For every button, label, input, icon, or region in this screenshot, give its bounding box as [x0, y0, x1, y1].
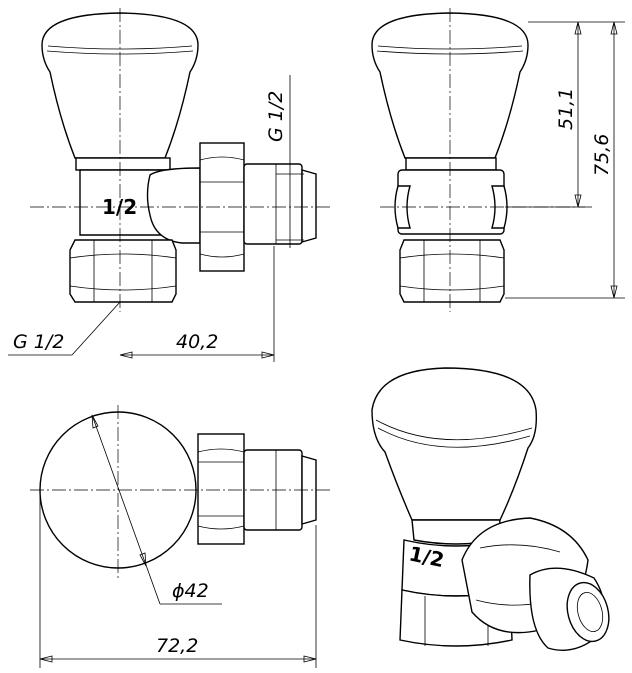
dimension-thread-bottom: G 1/2 [8, 301, 121, 356]
dimension-length-72: 72,2 [39, 492, 317, 668]
front-collar [75, 157, 171, 171]
side-hex-base [399, 239, 505, 303]
front-view: 1/2 [41, 12, 317, 303]
dimension-length-40-label: 40,2 [176, 331, 218, 353]
side-body [397, 169, 505, 235]
dimension-height-75: 75,6 [505, 21, 625, 299]
dimension-diameter: ϕ42 [91, 414, 222, 605]
dimension-thread-side: G 1/2 [265, 75, 304, 248]
dimension-length-40: 40,2 [119, 246, 275, 362]
front-tail-pipe [243, 163, 303, 245]
dimension-length-72-label: 72,2 [156, 635, 198, 657]
top-union-nut [197, 433, 245, 545]
dimension-thread-bottom-label: G 1/2 [13, 331, 64, 353]
dimension-diameter-label: ϕ42 [172, 580, 209, 602]
iso-handle [371, 367, 538, 521]
dimension-height-51: 51,1 [505, 21, 592, 208]
dimension-thread-side-label: G 1/2 [265, 91, 287, 142]
isometric-view: 1/2 [371, 367, 610, 651]
side-collar [405, 157, 497, 171]
dimension-height-51-label: 51,1 [555, 88, 577, 130]
front-hex-base [69, 239, 177, 303]
dimension-height-75-label: 75,6 [591, 134, 613, 176]
